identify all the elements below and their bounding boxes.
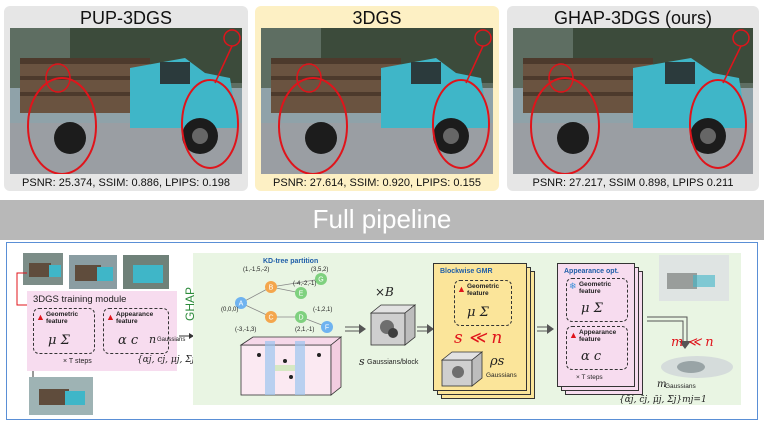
- node-letter: F: [325, 325, 329, 332]
- fire-icon: ▲: [457, 284, 466, 294]
- geometric-feature-label: Geometric feature: [46, 311, 79, 325]
- pipeline-diagram: 3DGS training module ▲ Geometric feature…: [6, 242, 758, 420]
- truck-scene: [10, 28, 242, 174]
- fire-icon: ▲: [36, 312, 45, 322]
- coord-label: (-4,-2,-1): [293, 281, 317, 287]
- fire-icon: ▲: [569, 330, 578, 340]
- double-arrow: [345, 324, 366, 334]
- opt-geometric-box: ❄ Geometric feature μ Σ: [566, 278, 628, 322]
- output-thumbnail: [659, 255, 729, 301]
- times-b-label: ×B: [375, 285, 394, 299]
- alpha-c: α c: [118, 333, 139, 348]
- coord-label: (1,-1,5,-2): [243, 267, 270, 273]
- panel-ghap-3dgs: GHAP-3DGS (ours) PSNR: 27.217, SSIM 0.89…: [507, 6, 759, 191]
- appearance-opt-box: Appearance opt. ❄ Geometric feature μ Σ …: [557, 263, 635, 387]
- appearance-feature-box: ▲ Appearance feature α c: [103, 308, 169, 354]
- truck-scene: [513, 28, 753, 174]
- rho-s-gaussians: Gaussians: [486, 372, 517, 379]
- panel-metrics: PSNR: 27.614, SSIM: 0.920, LPIPS: 0.155: [273, 177, 481, 189]
- s-much-less-n: s ≪ n: [454, 328, 503, 348]
- node-letter: C: [268, 315, 273, 322]
- node-a: [235, 297, 247, 309]
- opt-alpha-c: α c: [581, 349, 602, 364]
- gmr-geometric-box: ▲ Geometric feature μ Σ: [454, 280, 512, 326]
- fire-icon: ▲: [106, 312, 115, 322]
- opt-t-steps: × T steps: [576, 374, 603, 381]
- truck-photo: [513, 28, 753, 174]
- opt-mu-sigma: μ Σ: [581, 301, 603, 316]
- coord-label: (0,0,0): [221, 307, 239, 313]
- panel-title: GHAP-3DGS (ours): [553, 8, 713, 28]
- truck-photo: [261, 28, 493, 174]
- panel-title: PUP-3DGS: [79, 8, 173, 28]
- training-module: 3DGS training module ▲ Geometric feature…: [27, 291, 177, 371]
- t-steps-label: × T steps: [63, 358, 92, 365]
- output-cloud: [661, 356, 733, 378]
- input-gaussian-set: {αj, cj, μj, Σj}nj=1: [137, 355, 222, 365]
- mu-sigma: μ Σ: [48, 333, 70, 348]
- gmr-box: Blockwise GMR ▲ Geometric feature μ Σ s …: [433, 263, 527, 391]
- input-thumbnails: [23, 253, 169, 289]
- n-label: n: [149, 333, 157, 346]
- node-letter: A: [239, 301, 244, 308]
- coord-label: (-1,2,1): [313, 307, 333, 313]
- m-much-less-n: m ≪ n: [671, 335, 714, 350]
- n-gaussians-label: Gaussians: [157, 337, 186, 343]
- node-letter: E: [299, 291, 304, 298]
- node-e: [295, 287, 307, 299]
- coord-label: (3,5,2): [311, 267, 329, 273]
- coord-label: (-3,-1,3): [235, 327, 257, 333]
- coord-label: (2,1,-1): [295, 327, 315, 333]
- node-g: [315, 273, 327, 285]
- node-letter: B: [269, 285, 274, 292]
- node-letter: D: [298, 315, 303, 322]
- node-letter: G: [318, 277, 323, 284]
- gmr-mu-sigma: μ Σ: [467, 305, 489, 320]
- scene-thumbnail: [29, 377, 93, 415]
- panel-title: 3DGS: [352, 8, 402, 28]
- training-module-title: 3DGS training module: [33, 294, 127, 305]
- panel-metrics: PSNR: 25.374, SSIM: 0.886, LPIPS: 0.198: [22, 177, 230, 189]
- block-cube: [369, 304, 417, 346]
- appearance-feature-label: Appearance feature: [116, 311, 154, 325]
- opt-appearance-label: Appearance feature: [579, 329, 617, 343]
- opt-appearance-box: ▲ Appearance feature α c: [566, 326, 628, 370]
- kdtree-title: KD-tree partition: [263, 258, 319, 265]
- node-f: [321, 321, 333, 333]
- m-label: m: [657, 379, 667, 390]
- pipeline-title: Full pipeline: [312, 204, 452, 234]
- stack-bracket: [16, 272, 27, 306]
- m-gaussians-label: Gaussians: [665, 383, 696, 390]
- truck-scene: [261, 28, 493, 174]
- pipeline-title-bar: Full pipeline: [0, 200, 764, 240]
- output-arrow: [647, 316, 691, 349]
- opt-geometric-label: Geometric feature: [579, 281, 612, 295]
- appearance-opt-title: Appearance opt.: [564, 268, 619, 275]
- truck-photo: [10, 28, 242, 174]
- gmr-geometric-label: Geometric feature: [467, 283, 500, 297]
- kdtree-graph: A B C D E F G: [235, 273, 333, 333]
- s-gaussians-per-block: Gaussians/block: [367, 359, 419, 366]
- rho-s-label: ρs: [490, 354, 505, 369]
- node-c: [265, 311, 277, 323]
- s-label: s: [359, 355, 365, 368]
- snowflake-icon: ❄: [569, 281, 577, 291]
- panel-pup-3dgs: PUP-3DGS PSNR: 25.374, SSIM: 0.886, LPIP…: [4, 6, 248, 191]
- geometric-feature-box: ▲ Geometric feature μ Σ: [33, 308, 95, 354]
- double-arrow: [537, 324, 554, 334]
- node-b: [265, 281, 277, 293]
- node-d: [295, 311, 307, 323]
- panel-3dgs: 3DGS PSNR: 27.614, SSIM: 0.920, LPIPS: 0…: [255, 6, 499, 191]
- gmr-title: Blockwise GMR: [440, 268, 493, 275]
- panel-metrics: PSNR: 27.217, SSIM 0.898, LPIPS 0.211: [532, 177, 734, 189]
- gmr-block-cube: [440, 351, 484, 387]
- arrow-right: [179, 333, 194, 339]
- double-arrow: [417, 324, 434, 334]
- output-gaussian-set: {ᾱj, c̄j, μ̄j, Σ̄j}mj=1: [619, 395, 707, 405]
- ghap-label: GHAP: [183, 286, 197, 321]
- partitioned-cube: [239, 336, 343, 396]
